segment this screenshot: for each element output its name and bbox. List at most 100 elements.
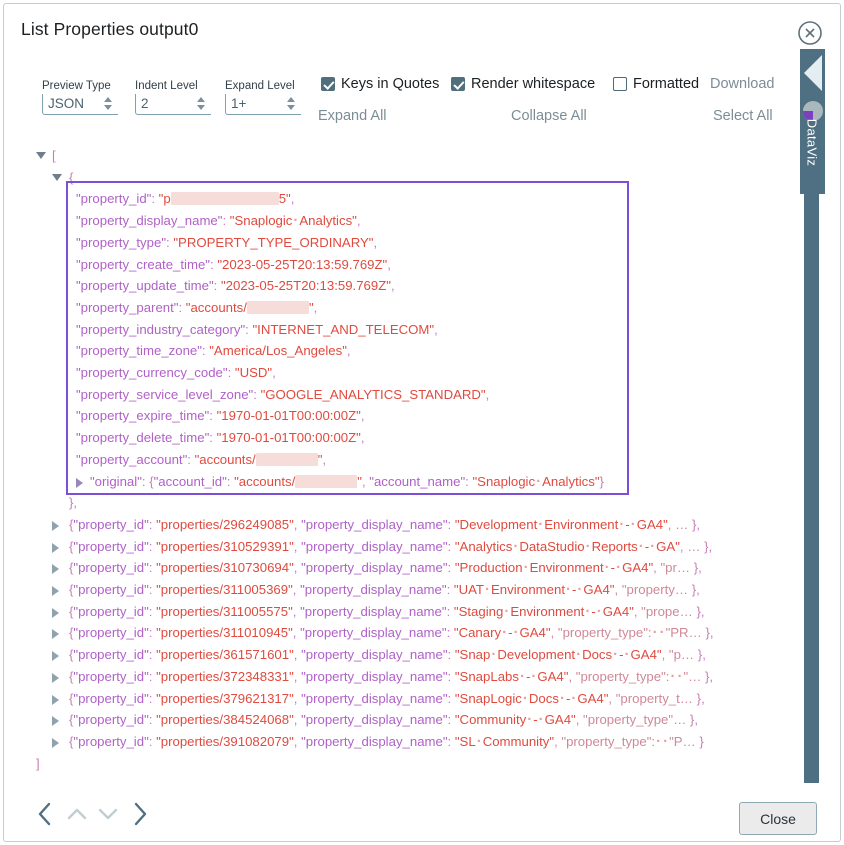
keys-in-quotes-label: Keys in Quotes: [341, 76, 440, 92]
whitespace-dot: [585, 536, 592, 557]
dataviz-label: DataViz: [804, 118, 820, 167]
json-row-property_time_zone: "property_time_zone": "America/Los_Angel…: [76, 343, 351, 359]
json-row-property_account: "property_account": "accounts/",: [76, 451, 327, 467]
up-button[interactable]: [63, 799, 91, 829]
expand-level-field: Expand Level 1+: [225, 80, 301, 115]
redacted-value: [255, 452, 318, 466]
whitespace-dot: [612, 644, 619, 665]
whitespace-dot: [526, 709, 533, 730]
json-collapsed-row: {"property_id": "properties/391082079", …: [69, 731, 704, 752]
whitespace-dot: [537, 514, 544, 535]
expand-row-caret-9[interactable]: [52, 716, 59, 727]
whitespace-dot: [615, 557, 622, 578]
indent-level-spinner-icon[interactable]: [197, 97, 206, 112]
whitespace-dot: [503, 601, 510, 622]
json-row-property_type: "property_type": "PROPERTY_TYPE_ORDINARY…: [76, 234, 378, 250]
whitespace-dot: [576, 579, 583, 600]
collapse-root-caret[interactable]: [36, 152, 46, 159]
json-row-property_currency_code: "property_currency_code": "USD",: [76, 365, 276, 380]
preview-type-select[interactable]: JSON: [42, 94, 118, 115]
expand-row-caret-7[interactable]: [52, 672, 59, 683]
whitespace-dot: [652, 622, 659, 643]
expand-level-value: 1+: [231, 96, 247, 111]
whitespace-dot: [513, 622, 520, 643]
close-button[interactable]: Close: [739, 802, 817, 835]
whitespace-dot: [523, 557, 530, 578]
json-collapsed-row: {"property_id": "properties/311005369", …: [69, 579, 700, 600]
expand-row-caret-6[interactable]: [52, 651, 59, 662]
json-collapsed-row: {"property_id": "properties/310529391", …: [69, 536, 712, 557]
keys-in-quotes-checkbox[interactable]: Keys in Quotes: [321, 76, 439, 92]
select-all-link[interactable]: Select All: [713, 108, 773, 124]
down-button[interactable]: [94, 799, 122, 829]
json-root-open: [: [52, 148, 56, 163]
whitespace-dot: [530, 666, 537, 687]
whitespace-dot: [662, 731, 669, 752]
indent-level-field: Indent Level 2: [135, 80, 211, 115]
expand-all-link[interactable]: Expand All: [318, 108, 387, 124]
indent-level-select[interactable]: 2: [135, 94, 211, 115]
page-title: List Properties output0: [21, 19, 199, 39]
download-link[interactable]: Download: [710, 76, 775, 92]
expand-row-caret-3[interactable]: [52, 586, 59, 596]
expand-level-label: Expand Level: [225, 80, 295, 92]
whitespace-dot: [484, 579, 491, 600]
whitespace-dot: [649, 536, 656, 557]
checkbox-unchecked-icon: [613, 77, 627, 91]
record-navigation: [32, 797, 153, 831]
dataviz-side-tab[interactable]: DataViz: [800, 49, 825, 194]
json-row-property_update_time: "property_update_time": "2023-05-25T20:1…: [76, 278, 395, 294]
redacted-value: [246, 300, 309, 314]
whitespace-dot: [669, 666, 676, 687]
json-row-property_parent: "property_parent": "accounts/",: [76, 299, 318, 315]
whitespace-dot: [512, 536, 519, 557]
render-whitespace-checkbox[interactable]: Render whitespace: [451, 76, 595, 92]
json-row-property_delete_time: "property_delete_time": "1970-01-01T00:0…: [76, 430, 365, 446]
preview-type-label: Preview Type: [42, 80, 111, 92]
json-object-close: },: [69, 495, 78, 511]
render-whitespace-label: Render whitespace: [471, 76, 596, 92]
whitespace-dot: [584, 601, 591, 622]
json-collapsed-row: {"property_id": "properties/361571601", …: [69, 644, 706, 665]
pie-chart-icon: [802, 101, 823, 121]
preview-type-value: JSON: [48, 96, 85, 111]
json-row-property_display_name: "property_display_name": "SnaplogicAnaly…: [76, 210, 361, 231]
whitespace-dot: [596, 601, 603, 622]
whitespace-dot: [676, 666, 683, 687]
expand-row-caret-10[interactable]: [52, 737, 59, 748]
list-properties-dialog: List Properties output0 Preview Type JSO…: [3, 3, 841, 842]
whitespace-dot: [522, 688, 529, 709]
collapse-all-link[interactable]: Collapse All: [511, 108, 587, 124]
content-scrollbar-thumb[interactable]: [804, 147, 819, 783]
whitespace-dot: [570, 688, 577, 709]
whitespace-dot: [638, 536, 645, 557]
close-icon[interactable]: [797, 20, 823, 46]
expand-row-caret-5[interactable]: [52, 629, 59, 640]
json-row-original: "original": {"account_id": "accounts/", …: [90, 471, 604, 492]
expand-original-caret[interactable]: [76, 477, 83, 488]
collapse-object-caret[interactable]: [52, 173, 62, 181]
checkbox-checked-icon: [451, 77, 465, 91]
expand-row-caret-8[interactable]: [52, 694, 59, 705]
whitespace-dot: [535, 471, 542, 492]
json-collapsed-row: {"property_id": "properties/384524068", …: [69, 709, 698, 730]
expand-row-caret-0[interactable]: [52, 520, 59, 531]
expand-level-spinner-icon[interactable]: [287, 97, 296, 112]
indent-level-value: 2: [141, 96, 149, 111]
expand-row-caret-1[interactable]: [52, 542, 59, 553]
preview-type-spinner-icon[interactable]: [104, 97, 113, 112]
expand-row-caret-4[interactable]: [52, 607, 59, 618]
next-button[interactable]: [125, 799, 153, 829]
json-row-property_industry_category: "property_industry_category": "INTERNET_…: [76, 321, 438, 337]
formatted-checkbox[interactable]: Formatted: [613, 76, 699, 92]
json-object-open: {: [69, 169, 74, 185]
whitespace-dot: [604, 557, 611, 578]
expand-row-caret-2[interactable]: [52, 564, 59, 575]
whitespace-dot: [565, 579, 572, 600]
prev-button[interactable]: [32, 799, 60, 829]
json-collapsed-row: {"property_id": "properties/311005575", …: [69, 601, 705, 622]
redacted-value: [295, 474, 358, 488]
expand-level-select[interactable]: 1+: [225, 94, 301, 115]
